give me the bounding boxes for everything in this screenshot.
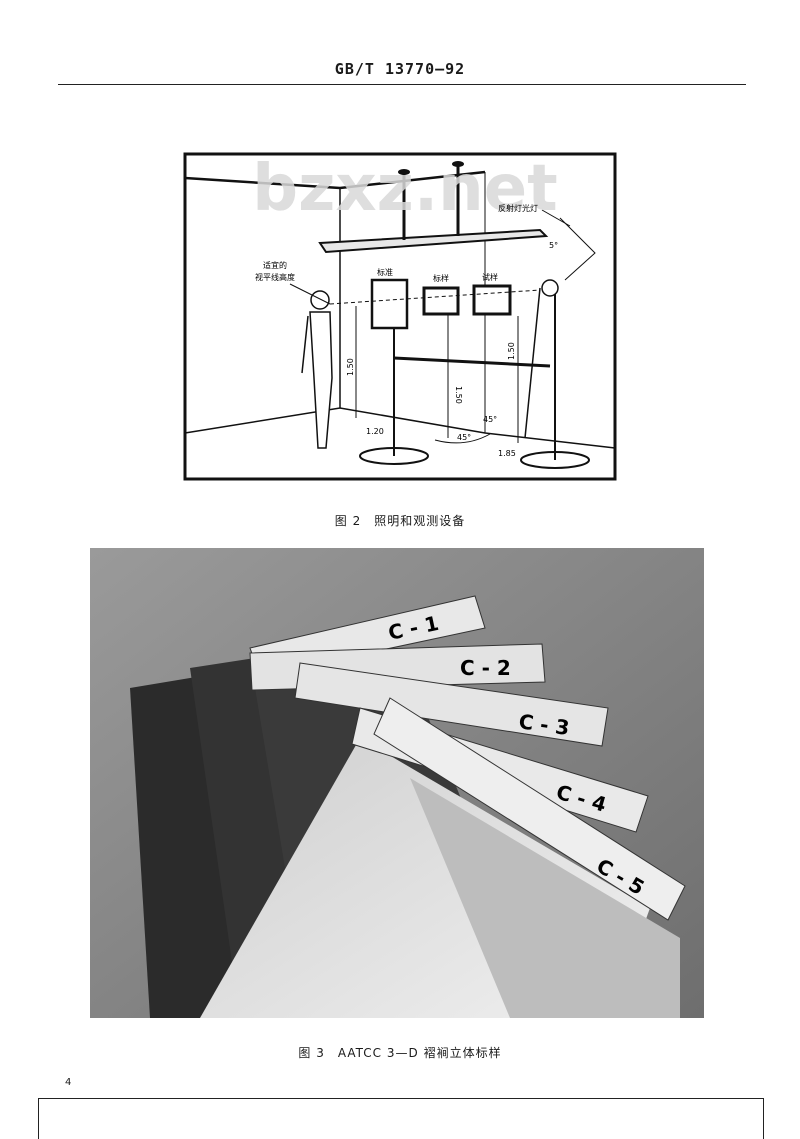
standard-code-header: GB/T 13770—92	[334, 60, 466, 78]
angle-5-label: 5°	[549, 241, 558, 250]
angle-45-side-label: 45°	[483, 415, 497, 424]
bottom-frame	[38, 1098, 764, 1139]
dim-150-left: 1.50	[346, 358, 355, 376]
reference-standard-label: 标准	[377, 267, 393, 277]
reflector-lamp-label: 反射灯光灯	[498, 203, 538, 213]
eye-level-label-line1: 适宜的	[263, 260, 287, 270]
page-number: 4	[65, 1077, 72, 1088]
dim-150-center: 1.50	[454, 386, 463, 404]
standard-sample-label: 标样	[433, 273, 449, 283]
card-c2-label: C - 2	[460, 656, 511, 680]
figure-3-caption: 图 3 AATCC 3—D 褶裥立体标样	[298, 1046, 502, 1060]
test-sample-label: 试样	[482, 272, 498, 282]
dim-150-right: 1.50	[507, 342, 516, 360]
dim-185-label: 1.85	[498, 449, 516, 458]
figure-3-photo: C - 1 C - 2 C - 3 C - 4 C - 5	[90, 548, 704, 1018]
figure-2-drawing: bzxz.net 适宜的 视平线高度 标准 标样 试样 反射灯光灯 5° 45°…	[183, 152, 617, 481]
card-c3: C - 3	[294, 662, 609, 747]
eye-level-label-line2: 视平线高度	[255, 272, 295, 282]
angle-45-floor-label: 45°	[457, 433, 471, 442]
header-rule	[58, 84, 746, 85]
watermark-text: bzxz.net	[252, 152, 557, 226]
dim-120-label: 1.20	[366, 427, 384, 436]
figure-2-caption: 图 2 照明和观测设备	[334, 514, 466, 528]
